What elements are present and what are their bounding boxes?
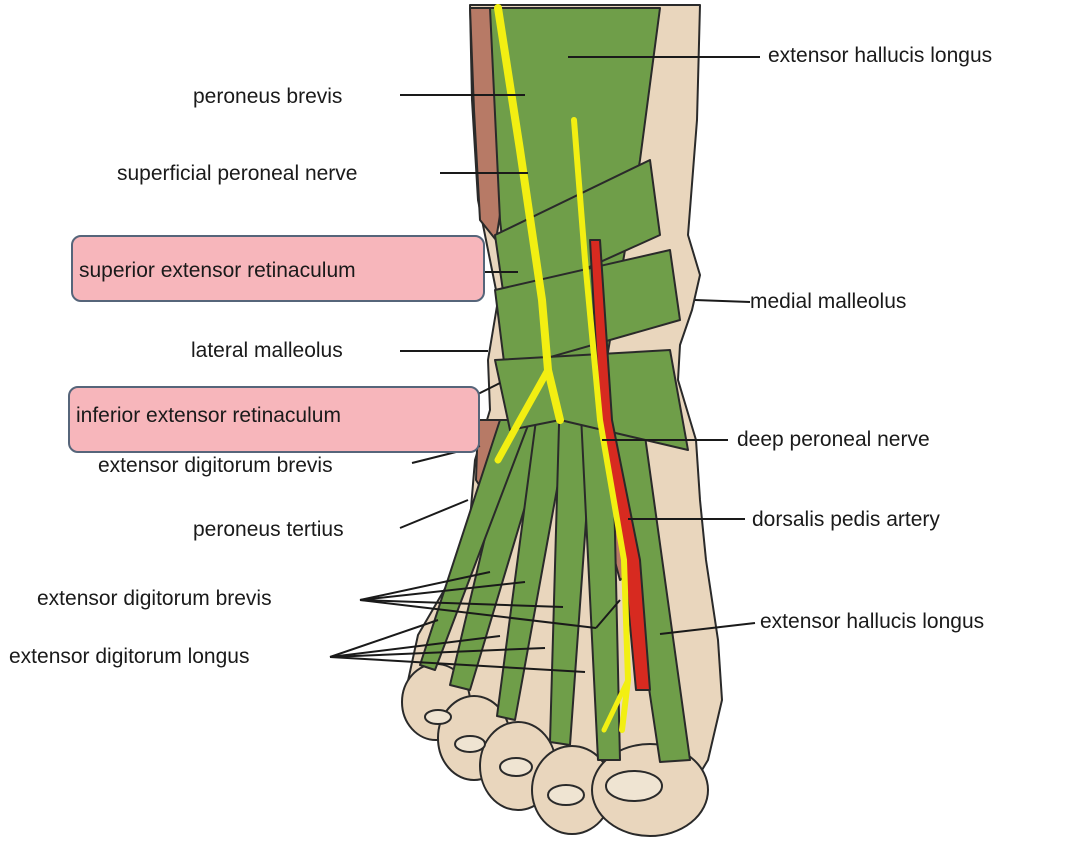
label-edb-lower: extensor digitorum brevis — [37, 587, 272, 611]
label-edb-upper: extensor digitorum brevis — [98, 454, 333, 478]
label-peroneus-tertius: peroneus tertius — [193, 518, 344, 542]
label-peroneus-brevis: peroneus brevis — [193, 85, 342, 109]
label-inferior-extensor-retinaculum: inferior extensor retinaculum — [76, 404, 341, 428]
label-ehl-bottom: extensor hallucis longus — [760, 610, 984, 634]
label-lateral-malleolus: lateral malleolus — [191, 339, 343, 363]
label-superficial-peroneal-nerve: superficial peroneal nerve — [117, 162, 357, 186]
label-dorsalis-pedis-artery: dorsalis pedis artery — [752, 508, 940, 532]
label-deep-peroneal-nerve: deep peroneal nerve — [737, 428, 930, 452]
label-ehl-top: extensor hallucis longus — [768, 44, 992, 68]
label-medial-malleolus: medial malleolus — [750, 290, 906, 314]
label-superior-extensor-retinaculum: superior extensor retinaculum — [79, 259, 356, 283]
label-edl: extensor digitorum longus — [9, 645, 249, 669]
